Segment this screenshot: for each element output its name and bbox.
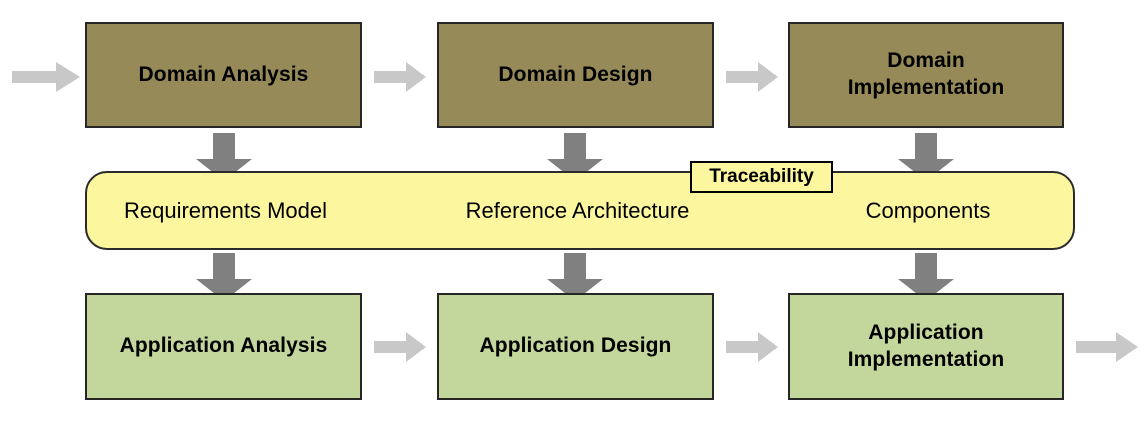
box-domain-design[interactable]: Domain Design [437,22,714,128]
box-domain-implementation[interactable]: Domain Implementation [788,22,1064,128]
box-domain-analysis[interactable]: Domain Analysis [85,22,362,128]
domain-flow-arrow-1 [374,62,426,92]
box-domain-implementation-line2: Implementation [847,76,1005,99]
box-application-implementation-line1: Application [868,320,984,344]
trace-arrow-down-analysis-top [196,133,252,181]
box-application-implementation-line2: Implementation [847,347,1005,371]
domain-flow-arrow-2 [726,62,778,92]
trace-arrow-down-design-top [547,133,603,181]
band-label-requirements-model: Requirements Model [124,197,327,223]
box-domain-design-label: Domain Design [498,62,653,86]
box-domain-implementation-label: Domain Implementation [848,48,1005,102]
band-label-components: Components [865,197,991,223]
application-exit-arrow [1076,332,1138,362]
box-application-implementation[interactable]: Application Implementation [788,293,1064,400]
application-flow-arrow-2 [726,332,778,362]
traceability-callout[interactable]: Traceability [690,161,833,193]
box-application-design-label: Application Design [479,334,672,358]
trace-arrow-down-analysis-bottom [196,253,252,301]
application-flow-arrow-1 [374,332,426,362]
traceability-label: Traceability [709,166,814,187]
box-application-analysis-label: Application Analysis [119,334,328,358]
trace-arrow-down-implementation-top [898,133,954,181]
trace-arrow-down-design-bottom [547,253,603,301]
box-domain-analysis-label: Domain Analysis [138,62,309,86]
box-application-implementation-label: Application Implementation [848,320,1005,374]
domain-entry-arrow [12,62,80,92]
box-domain-implementation-line1: Domain [887,49,965,73]
core-assets-band: Requirements Model Reference Architectur… [85,171,1075,250]
trace-arrow-down-implementation-bottom [898,253,954,301]
band-label-reference-architecture: Reference Architecture [465,197,690,223]
box-application-design[interactable]: Application Design [437,293,714,400]
box-application-analysis[interactable]: Application Analysis [85,293,362,400]
